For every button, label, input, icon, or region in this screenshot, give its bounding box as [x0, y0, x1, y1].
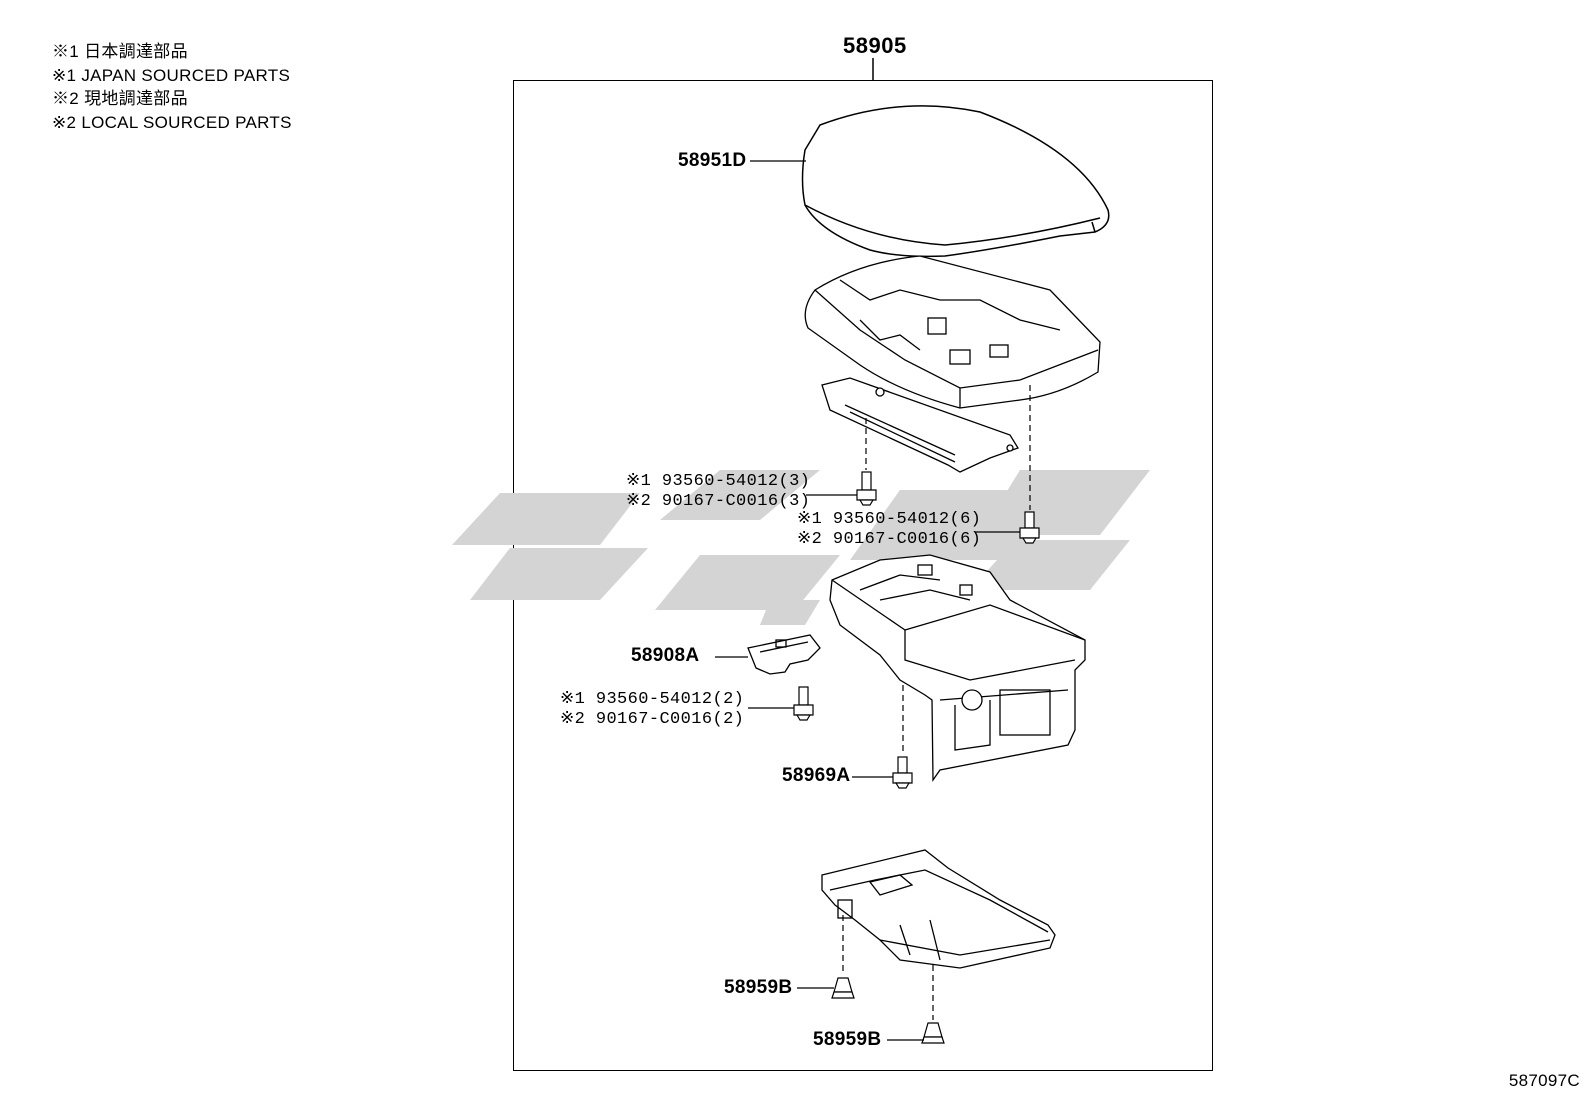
clip-2[interactable] [921, 1022, 945, 1044]
console-box[interactable] [829, 554, 1086, 783]
legend-line-japanese-1: ※1 日本調達部品 [52, 42, 188, 61]
fastener-middle-left[interactable]: ※1 93560-54012(2) ※2 90167-C0016(2) [560, 690, 744, 730]
fastener-upper-left-line1: ※1 93560-54012(3) [626, 472, 811, 491]
fastener-upper-right-line1: ※1 93560-54012(6) [797, 510, 982, 529]
legend-line-japan-sourced: ※1 JAPAN SOURCED PARTS [52, 65, 291, 85]
fastener-upper-left-line2: ※2 90167-C0016(3) [626, 492, 811, 511]
screw-upper-left[interactable] [856, 471, 877, 506]
fastener-middle-left-line1: ※1 93560-54012(2) [560, 690, 745, 709]
label-hinge-bracket[interactable]: 58908A [631, 645, 700, 666]
fastener-upper-right[interactable]: ※1 93560-54012(6) ※2 90167-C0016(6) [797, 510, 981, 550]
watermark-logo [452, 470, 1150, 625]
bolt-58969a[interactable] [892, 756, 913, 789]
screw-upper-right[interactable] [1019, 511, 1040, 544]
reference-code: 587097C [1508, 1071, 1580, 1090]
upper-housing[interactable] [804, 255, 1101, 409]
label-clip-2[interactable]: 58959B [813, 1029, 882, 1050]
fastener-upper-left[interactable]: ※1 93560-54012(3) ※2 90167-C0016(3) [626, 472, 810, 512]
hinge-bracket[interactable] [747, 634, 821, 675]
label-lid[interactable]: 58951D [678, 150, 747, 171]
base-plate[interactable] [821, 377, 1019, 473]
screw-middle-left[interactable] [793, 686, 814, 721]
legend-line-japanese-2: ※2 現地調達部品 [52, 89, 188, 108]
label-clip-1[interactable]: 58959B [724, 977, 793, 998]
legend-line-local-sourced: ※2 LOCAL SOURCED PARTS [52, 112, 292, 132]
bottom-tray[interactable] [821, 849, 1056, 969]
assembly-number[interactable]: 58905 [843, 33, 907, 58]
armrest-lid[interactable] [801, 105, 1110, 258]
label-bolt-lower[interactable]: 58969A [782, 765, 851, 786]
legend: ※1 日本調達部品 ※1 JAPAN SOURCED PARTS ※2 現地調達… [52, 40, 292, 134]
fastener-upper-right-line2: ※2 90167-C0016(6) [797, 530, 982, 549]
clip-1[interactable] [831, 977, 855, 999]
fastener-middle-left-line2: ※2 90167-C0016(2) [560, 710, 745, 729]
